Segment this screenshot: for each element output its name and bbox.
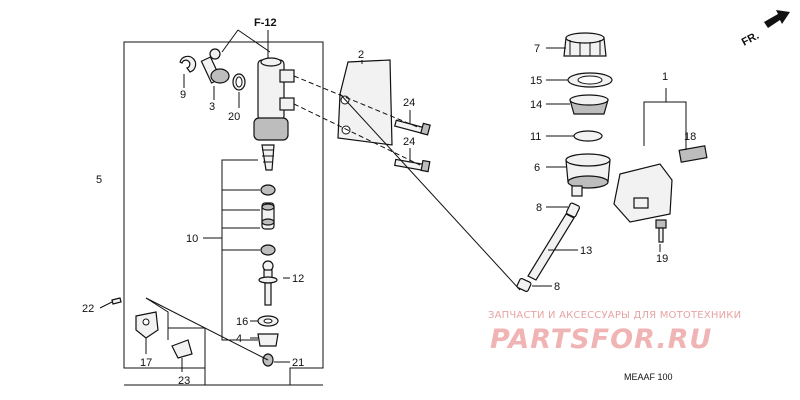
part-3-push-rod: [200, 48, 230, 84]
part-11-ring: [573, 130, 603, 142]
callout-11: 11: [530, 131, 541, 143]
part-24-bolts: [393, 119, 431, 173]
part-23-plate: [171, 339, 193, 359]
callout-17: 17: [140, 357, 152, 369]
guide-line-3: [339, 93, 521, 291]
master-cylinder-body: [253, 57, 295, 141]
callout-10: 10: [186, 233, 198, 245]
callout-18: 18: [684, 131, 696, 143]
part-1-reservoir-holder: [613, 145, 708, 223]
watermark-line1: ЗАПЧАСТИ И АКСЕССУАРЫ ДЛЯ МОТОТЕХНИКИ: [488, 310, 741, 321]
piston-kit-stack: [257, 144, 279, 367]
part-9-circlip: [179, 55, 197, 73]
direction-arrow: [764, 10, 790, 28]
direction-label: FR.: [740, 30, 761, 49]
watermark-line2: PARTSFOR.RU: [490, 324, 712, 355]
callout-3: 3: [209, 101, 215, 113]
callout-4: 4: [236, 333, 242, 345]
callout-1-bracket: [643, 101, 687, 150]
part-2-guard: [337, 59, 393, 146]
part-8-clip-top: [565, 202, 581, 218]
part-14-diaphragm: [569, 94, 609, 115]
callout-1: 1: [662, 71, 668, 83]
part-17-clevis: [135, 311, 159, 339]
guide-line-1: [293, 75, 421, 129]
part-22-pin: [111, 297, 122, 305]
callout-13: 13: [580, 245, 592, 257]
ref-label: F-12: [254, 17, 277, 29]
part-15-plate: [567, 72, 613, 88]
diagram-code: MEAAF 100: [624, 372, 673, 382]
callout-19: 19: [656, 253, 668, 265]
callout-14: 14: [530, 99, 542, 111]
callout-6: 6: [534, 162, 540, 174]
part-8-clip-bottom: [516, 277, 532, 293]
part-6-reservoir: [565, 153, 611, 197]
part-19-bolt: [655, 219, 667, 243]
callout-7: 7: [534, 43, 540, 55]
callout-16: 16: [236, 316, 248, 328]
ref-arrow-group: [221, 29, 271, 60]
callout-21: 21: [292, 357, 304, 369]
callout-2: 2: [358, 49, 364, 61]
callout-5: 5: [96, 174, 102, 186]
part-7-cap: [563, 32, 607, 57]
callout-24a: 24: [403, 97, 415, 109]
callout-8a: 8: [536, 202, 542, 214]
callout-12: 12: [292, 273, 304, 285]
callout-9: 9: [180, 89, 186, 101]
guide-line-2: [293, 103, 421, 166]
callout-20: 20: [228, 111, 240, 123]
part-20-o-ring: [232, 73, 246, 91]
assembly-boundary: [123, 41, 324, 385]
callout-23: 23: [178, 375, 190, 387]
callout-8b: 8: [554, 281, 560, 293]
callout-15: 15: [530, 75, 542, 87]
part-13-hose: [527, 213, 575, 281]
callout-22: 22: [82, 303, 94, 315]
callout-24b: 24: [403, 136, 415, 148]
